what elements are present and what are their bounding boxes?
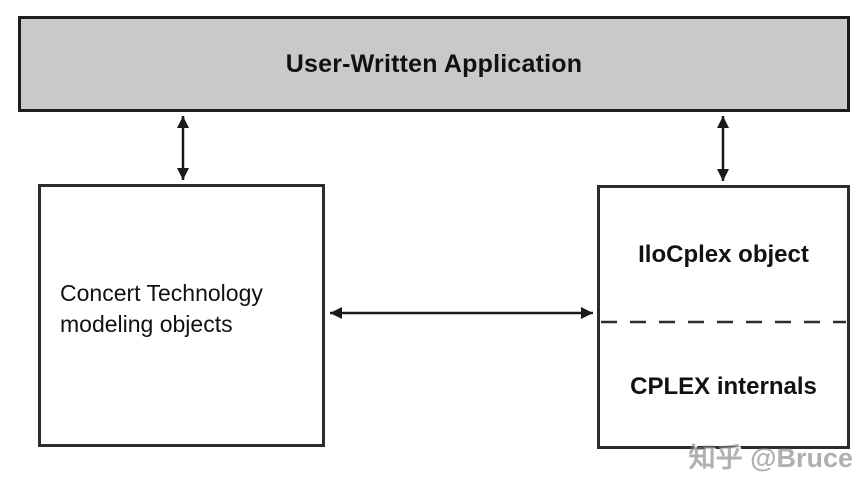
node-label-line2: modeling objects [60,310,233,337]
node-concert-technology-modeling-objects: Concert Technology modeling objects [38,184,325,447]
cplex-internals-section: CPLEX internals [600,322,847,446]
node-label-concert-technology: Concert Technology modeling objects [41,278,263,354]
ilocplex-object-section: IloCplex object [600,188,847,322]
node-label-cplex-internals: CPLEX internals [630,373,817,400]
node-label-line1: Concert Technology [60,279,263,306]
node-user-written-application: User-Written Application [18,16,850,112]
node-label-ilocplex-object: IloCplex object [638,241,809,268]
zhihu-watermark: 知乎 @Bruce [688,443,853,473]
node-ilocplex-container: IloCplex object CPLEX internals [597,185,850,449]
node-label-user-written-application: User-Written Application [285,49,583,78]
